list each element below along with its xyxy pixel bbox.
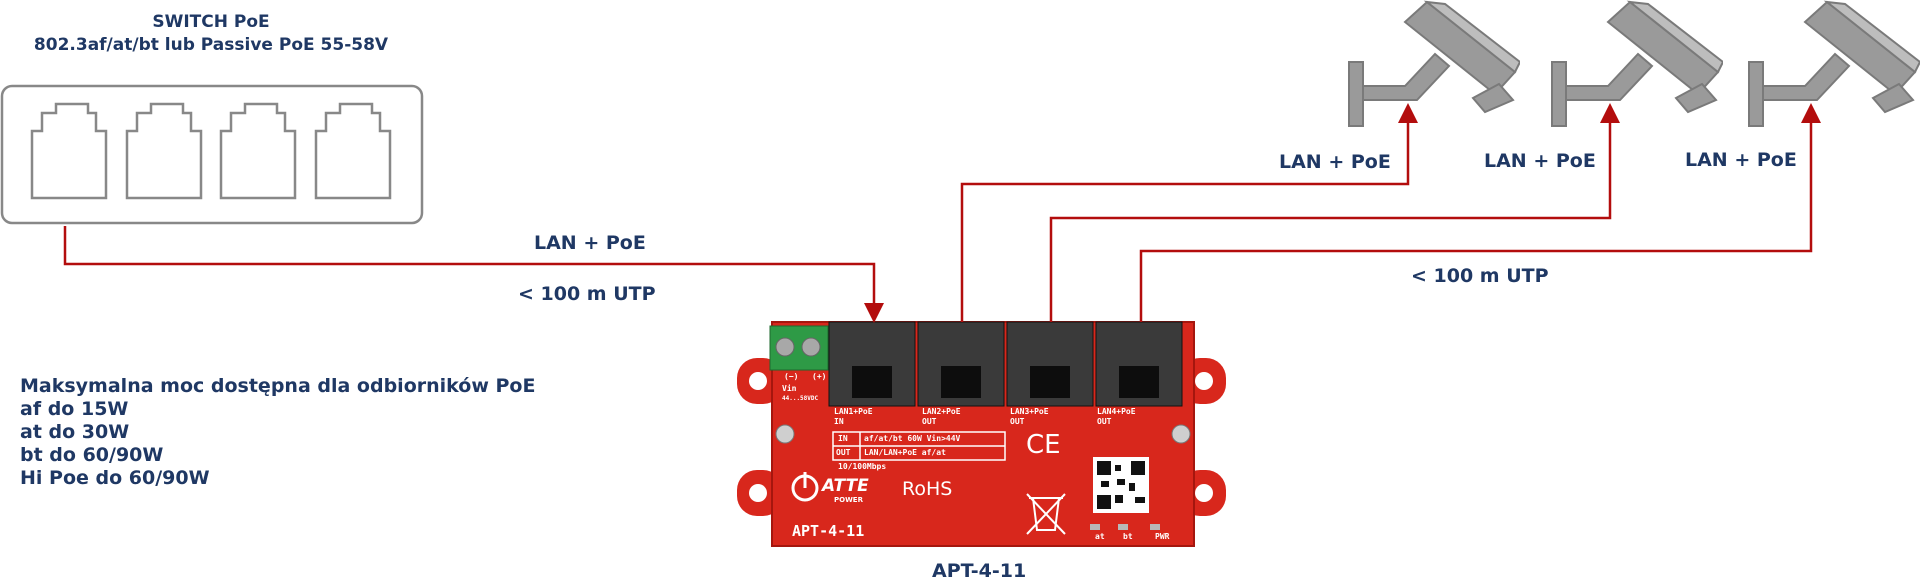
weee-bin-icon xyxy=(1026,493,1066,535)
port-4-dir: OUT xyxy=(1097,417,1112,426)
table-out-value: LAN/LAN+PoE af/at xyxy=(864,448,946,457)
camera-1 xyxy=(1348,0,1520,127)
vin-range-label: 44...58VDC xyxy=(782,395,819,402)
camera-icon xyxy=(1748,0,1920,127)
switch-subtitle: 802.3af/at/bt lub Passive PoE 55-58V xyxy=(33,35,389,55)
led-pwr-label: PWR xyxy=(1155,532,1170,541)
speed-label: 10/100Mbps xyxy=(838,462,887,471)
power-info-bt: bt do 60/90W xyxy=(20,444,164,466)
rj45-jack-icon xyxy=(1006,321,1094,407)
switch-port-icon xyxy=(125,102,203,200)
power-info-af: af do 15W xyxy=(20,398,129,420)
power-info: Maksymalna moc dostępna dla odbiorników … xyxy=(20,375,535,490)
rj45-jack-icon xyxy=(828,321,916,407)
power-info-heading: Maksymalna moc dostępna dla odbiorników … xyxy=(20,375,536,397)
atte-logo: ATTE xyxy=(822,476,869,496)
input-distance-label: < 100 m UTP xyxy=(518,283,656,305)
port-1-label: LAN1+PoE xyxy=(834,407,873,416)
power-info-hipoe: Hi Poe do 60/90W xyxy=(20,467,210,489)
rj45-jack-icon xyxy=(917,321,1005,407)
port-4-label: LAN4+PoE xyxy=(1097,407,1136,416)
board-model-label: APT-4-11 xyxy=(792,522,865,540)
port-2-dir: OUT xyxy=(922,417,937,426)
rj45-jack-icon xyxy=(1095,321,1183,407)
camera-icon xyxy=(1551,0,1723,127)
camera-2-link-label: LAN + PoE xyxy=(1484,150,1596,172)
table-out-key: OUT xyxy=(836,448,851,457)
vin-label: Vin xyxy=(782,384,797,393)
switch-port-icon xyxy=(314,102,392,200)
camera-3-link-label: LAN + PoE xyxy=(1685,149,1797,171)
port-3-dir: OUT xyxy=(1010,417,1025,426)
port-3-label: LAN3+PoE xyxy=(1010,407,1049,416)
wire-switch-to-lan1 xyxy=(63,226,884,323)
led-at-label: at xyxy=(1095,532,1105,541)
port-2-label: LAN2+PoE xyxy=(922,407,961,416)
switch-port-icon xyxy=(30,102,108,200)
wire-lan3-to-camera-2 xyxy=(1049,103,1620,322)
qr-code-icon xyxy=(1093,457,1149,513)
apt-device-board xyxy=(737,321,1226,547)
input-link-label: LAN + PoE xyxy=(534,232,646,254)
port-1-dir: IN xyxy=(834,417,844,426)
output-distance-label: < 100 m UTP xyxy=(1411,265,1549,287)
device-caption: APT-4-11 xyxy=(932,560,1027,582)
switch-port-icon xyxy=(219,102,297,200)
switch-poe xyxy=(0,84,424,225)
table-in-value: af/at/bt 60W Vin>44V xyxy=(864,434,961,443)
rohs-mark: RoHS xyxy=(902,478,953,500)
terminal-plus-label: (+) xyxy=(812,372,827,381)
table-in-key: IN xyxy=(838,434,848,443)
switch-title: SWITCH PoE xyxy=(152,12,270,32)
camera-icon xyxy=(1348,0,1520,127)
wire-lan2-to-camera-1 xyxy=(960,103,1418,322)
terminal-minus-label: (−) xyxy=(784,372,799,381)
camera-3 xyxy=(1748,0,1920,127)
camera-1-link-label: LAN + PoE xyxy=(1279,151,1391,173)
ce-mark: CE xyxy=(1026,430,1061,460)
power-info-at: at do 30W xyxy=(20,421,130,443)
camera-2 xyxy=(1551,0,1723,127)
atte-logo-sub: POWER xyxy=(834,496,863,504)
led-bt-label: bt xyxy=(1123,532,1133,541)
wire-lan4-to-camera-3 xyxy=(1139,103,1821,322)
